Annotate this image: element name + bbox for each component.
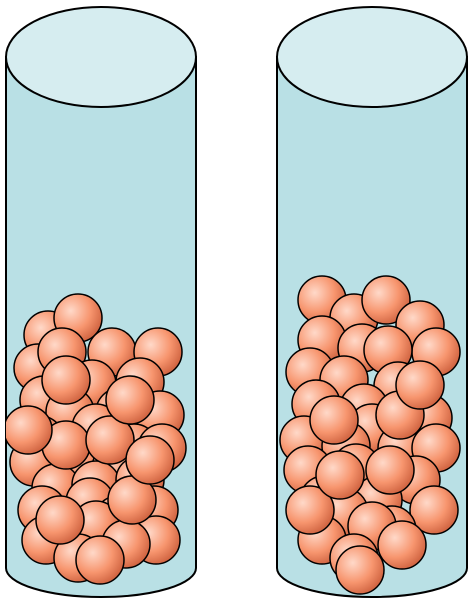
left-cylinder-top xyxy=(6,7,196,107)
left-ball xyxy=(4,406,52,454)
left-ball xyxy=(76,536,124,584)
left-balls xyxy=(4,294,186,584)
left-cylinder xyxy=(4,7,196,597)
left-ball xyxy=(106,376,154,424)
left-ball xyxy=(42,356,90,404)
right-ball xyxy=(310,396,358,444)
right-ball xyxy=(316,451,364,499)
right-cylinder-top xyxy=(277,7,467,107)
right-ball xyxy=(366,446,414,494)
right-ball xyxy=(396,361,444,409)
right-cylinder xyxy=(277,7,467,597)
right-ball xyxy=(378,521,426,569)
left-ball xyxy=(36,496,84,544)
left-ball xyxy=(126,436,174,484)
right-ball xyxy=(336,546,384,594)
